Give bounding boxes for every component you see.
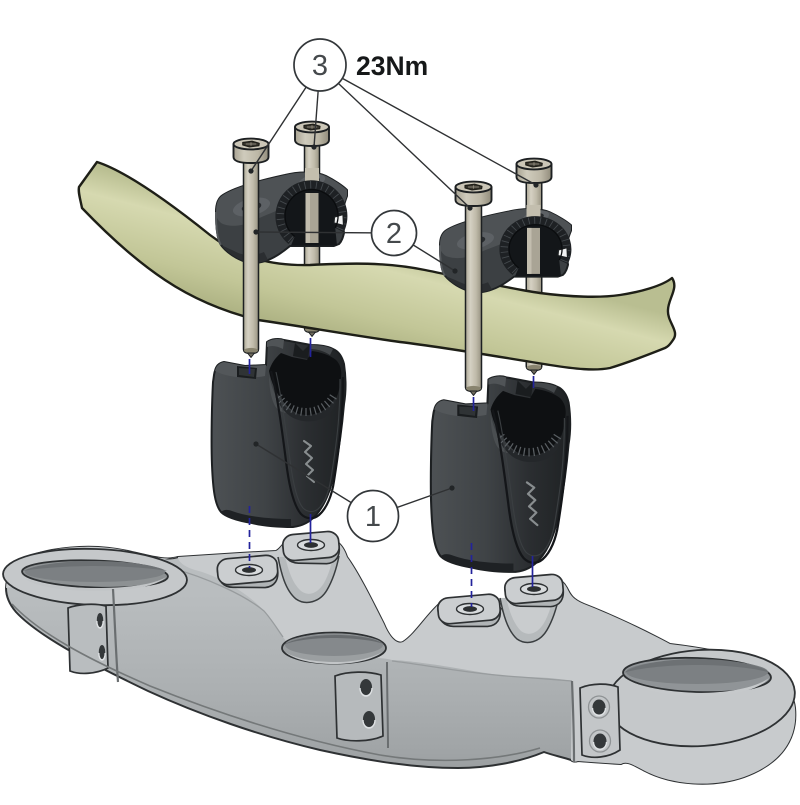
svg-text:23Nm: 23Nm xyxy=(356,51,428,81)
svg-text:3: 3 xyxy=(312,50,328,82)
svg-text:2: 2 xyxy=(386,218,402,250)
svg-text:1: 1 xyxy=(365,501,381,533)
